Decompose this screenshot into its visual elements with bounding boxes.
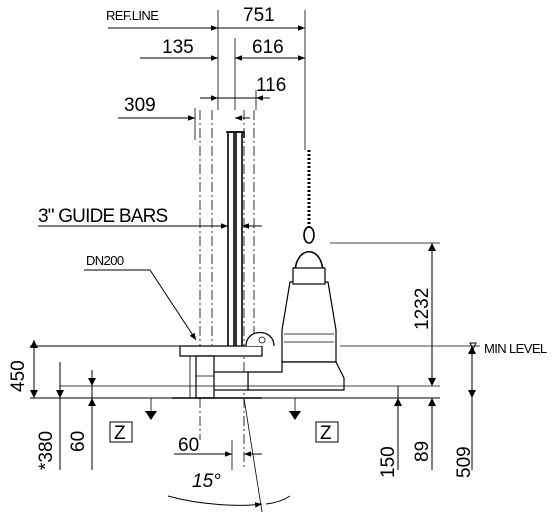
- dim-309: 309: [124, 95, 156, 116]
- left-dimensions: [30, 340, 96, 470]
- min-level-label: MIN LEVEL: [484, 341, 547, 356]
- dim-450: 450: [8, 360, 29, 392]
- section-z-left-label: Z: [114, 423, 126, 444]
- top-dimensions: [108, 10, 306, 150]
- section-z-right: [289, 398, 339, 443]
- dim-60-vertical: 60: [68, 431, 89, 452]
- centre-lines: [199, 110, 255, 470]
- min-level-marker: [469, 342, 477, 351]
- bottom-dimensions: [167, 397, 291, 512]
- pump: [209, 150, 345, 391]
- dim-616: 616: [252, 37, 284, 58]
- floor-lines: [30, 242, 480, 399]
- dim-380: *380: [36, 431, 57, 470]
- section-z-right-label: Z: [320, 423, 332, 444]
- dim-150: 150: [378, 446, 399, 478]
- dim-60-horizontal: 60: [178, 435, 199, 456]
- ref-line-label: REF.LINE: [106, 8, 159, 23]
- dim-89: 89: [412, 441, 433, 462]
- dim-135: 135: [162, 37, 194, 58]
- guide-bars: [226, 131, 245, 353]
- discharge-label: DN200: [86, 253, 124, 268]
- dim-1232: 1232: [412, 288, 433, 330]
- angle-label: 15°: [192, 471, 221, 492]
- right-dimensions: [394, 243, 476, 470]
- dim-116: 116: [256, 75, 286, 96]
- guide-bars-label: 3" GUIDE BARS: [38, 206, 168, 227]
- section-z-left: [109, 398, 157, 443]
- dim-751: 751: [243, 5, 275, 26]
- dim-509: 509: [454, 446, 475, 478]
